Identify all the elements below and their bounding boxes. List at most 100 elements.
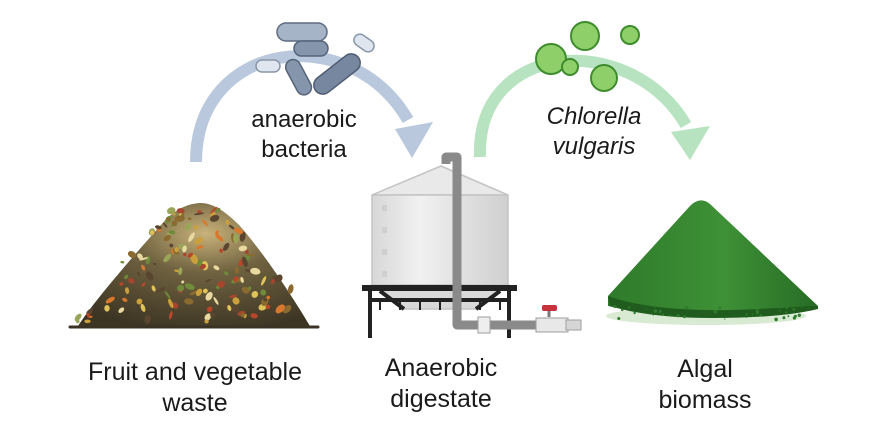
- waste-scrap: [213, 265, 220, 271]
- waste-scrap: [104, 305, 110, 312]
- waste-scrap: [205, 291, 213, 301]
- algae-grain: [801, 305, 804, 308]
- waste-scrap: [223, 271, 229, 276]
- waste-scrap: [177, 284, 185, 292]
- waste-scrap: [193, 225, 199, 230]
- waste-stage-label: Fruit and vegetable waste: [52, 357, 338, 419]
- tank-stand: [362, 285, 517, 291]
- waste-scrap: [178, 267, 183, 276]
- algae-grain: [780, 304, 784, 309]
- algae-grain: [658, 310, 662, 313]
- bacterium-cell: [313, 53, 361, 95]
- algae-grain: [751, 313, 754, 316]
- waste-scrap: [282, 304, 292, 314]
- waste-scrap: [265, 304, 271, 310]
- waste-scrap: [244, 249, 249, 255]
- valve-handle: [542, 305, 557, 311]
- algae-grain: [633, 311, 636, 315]
- algae-grain: [779, 310, 781, 312]
- waste-scrap: [184, 283, 195, 290]
- algae-grain: [683, 315, 687, 319]
- waste-scrap: [206, 306, 213, 313]
- waste-scrap: [169, 243, 174, 248]
- waste-scrap: [138, 257, 149, 261]
- waste-scrap: [176, 208, 185, 214]
- waste-scrap: [190, 254, 199, 265]
- algae-grain: [661, 313, 665, 316]
- waste-scrap: [219, 248, 224, 253]
- waste-scrap: [120, 260, 125, 264]
- algae-cell: [620, 25, 640, 45]
- algae-cell: [590, 64, 618, 92]
- algae-cells: [535, 21, 640, 92]
- waste-scrap: [154, 225, 162, 230]
- waste-scrap: [74, 313, 82, 322]
- waste-scrap: [180, 212, 185, 219]
- algae-grain: [745, 316, 747, 318]
- biomass-stage-label-line1: Algal: [677, 355, 733, 383]
- algae-grain: [785, 306, 788, 310]
- waste-scrap: [244, 269, 252, 273]
- bacteria-label-line2: bacteria: [261, 136, 347, 163]
- algae-cell: [570, 21, 600, 51]
- waste-scrap: [251, 290, 259, 298]
- waste-scrap: [204, 313, 212, 321]
- bacteria-cells: [255, 22, 375, 96]
- waste-scrap: [174, 247, 179, 253]
- waste-scrap: [216, 207, 221, 213]
- waste-scrap: [118, 307, 125, 313]
- waste-scrap: [250, 267, 261, 275]
- algae-grain: [676, 313, 680, 318]
- waste-scrap: [137, 271, 141, 277]
- waste-scrap: [122, 297, 128, 302]
- waste-scrap: [225, 219, 230, 226]
- algae-grain: [684, 306, 689, 310]
- algae-grain: [745, 313, 748, 316]
- bacterium-cell: [284, 58, 313, 96]
- waste-scrap: [195, 288, 203, 296]
- waste-scrap: [145, 271, 154, 281]
- algae-grain: [777, 305, 781, 309]
- waste-scrap: [171, 302, 179, 309]
- waste-scrap: [194, 237, 203, 245]
- waste-scrap: [156, 287, 166, 293]
- algae-species-label-line1: Chlorella: [546, 103, 642, 130]
- bacterium-cell: [276, 22, 328, 42]
- waste-scrap: [228, 294, 237, 298]
- waste-scrap: [263, 297, 268, 302]
- algae-grain: [621, 308, 624, 312]
- algae-grain: [653, 309, 658, 313]
- waste-scrap: [227, 305, 232, 311]
- waste-scrap: [119, 282, 124, 286]
- algae-grain: [652, 314, 654, 316]
- waste-scrap: [270, 278, 276, 285]
- algae-grain: [782, 316, 786, 320]
- algae-species-label-line2: vulgaris: [552, 133, 636, 160]
- waste-scrap: [183, 252, 187, 257]
- waste-scrap: [86, 312, 90, 318]
- digestate-stage-label-line2: digestate: [390, 385, 492, 413]
- algae-grain: [645, 308, 647, 310]
- algae-grain: [774, 317, 778, 322]
- waste-scrap: [205, 278, 212, 283]
- waste-scrap: [184, 298, 194, 305]
- waste-scrap: [197, 259, 203, 267]
- waste-scrap: [184, 222, 192, 231]
- waste-scrap: [125, 287, 130, 294]
- waste-scrap: [246, 254, 256, 257]
- waste-scrap: [233, 276, 239, 283]
- waste-scrap: [197, 210, 202, 214]
- waste-scrap: [168, 311, 173, 320]
- waste-scrap: [215, 230, 219, 236]
- waste-scrap: [182, 245, 187, 253]
- algae-grain: [653, 305, 657, 308]
- algae-grain: [759, 314, 762, 317]
- waste-scrap: [167, 207, 176, 215]
- waste-scrap: [187, 217, 192, 220]
- algae-grain: [785, 311, 788, 314]
- waste-scrap: [171, 220, 178, 227]
- waste-scrap: [105, 296, 115, 304]
- waste-scrap: [201, 219, 208, 227]
- algae-grain: [713, 309, 718, 314]
- algae-grain: [757, 310, 760, 313]
